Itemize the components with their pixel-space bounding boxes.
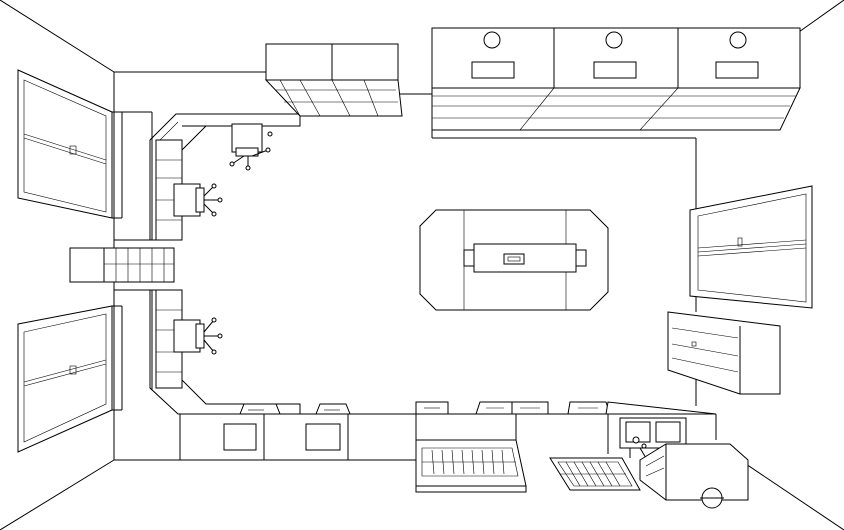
- side-cabinet-right: [667, 311, 781, 395]
- chair-upper-left: [173, 183, 223, 217]
- workstation-upper: [114, 111, 301, 241]
- bottom-counter: [179, 401, 717, 461]
- wall-cabinet-top-left: [264, 43, 403, 117]
- window-right: [689, 185, 813, 309]
- workstation-lower: [114, 289, 301, 415]
- side-shelf: [69, 247, 175, 283]
- window-left-lower: [17, 305, 123, 453]
- chair-lower-left: [173, 317, 223, 355]
- fume-hood-bottom-right: [639, 443, 749, 509]
- chair-upper-top: [229, 123, 273, 171]
- drawer-rack-open-1: [415, 439, 527, 493]
- window-left-upper: [17, 69, 123, 219]
- drawer-rack-open-2: [549, 457, 641, 491]
- sink-unit: [619, 417, 687, 459]
- island-bench: [419, 209, 609, 311]
- fume-hoods-top-right: [431, 27, 801, 139]
